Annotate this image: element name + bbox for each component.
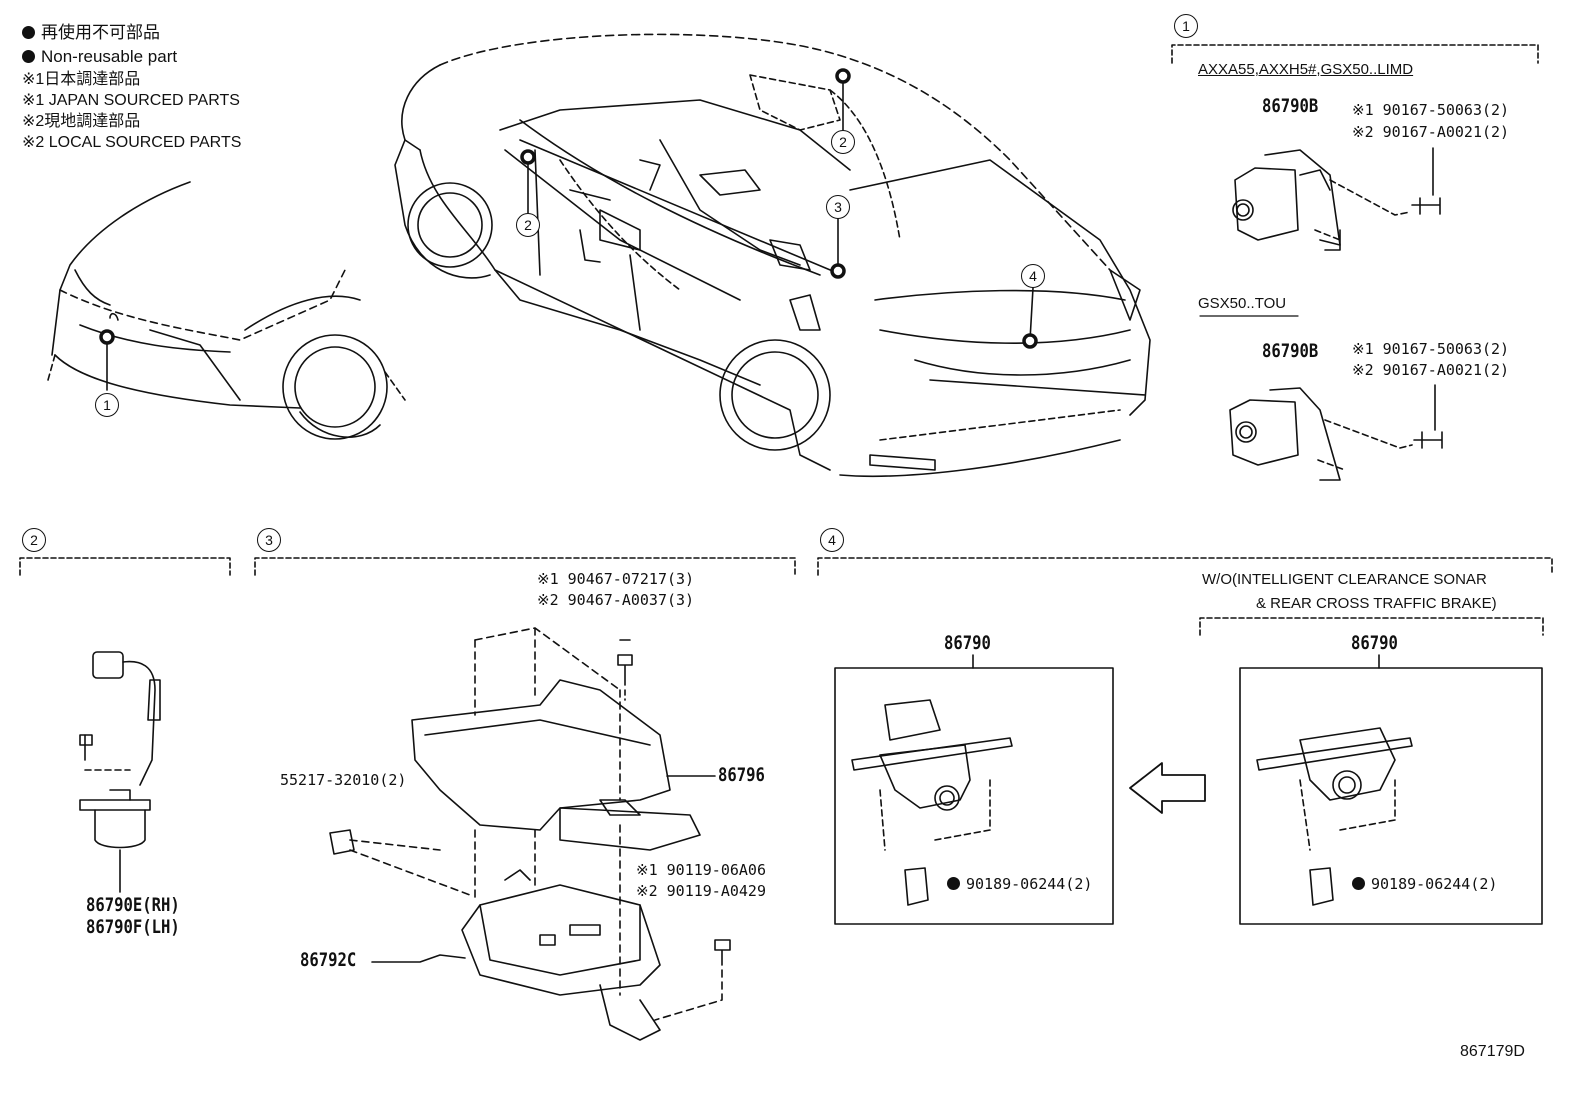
legend-japan-en: ※1 JAPAN SOURCED PARTS <box>22 92 240 109</box>
section1-condition-b: GSX50..TOU <box>1198 295 1287 312</box>
section4-condition-line1: W/O(INTELLIGENT CLEARANCE SONAR <box>1202 571 1487 588</box>
part-86790b-a: 86790B <box>1262 95 1319 117</box>
callout-2-left: 2 <box>516 213 540 237</box>
legend-non-reusable-en: Non-reusable part <box>22 48 177 65</box>
non-reusable-dot-icon <box>1352 877 1365 890</box>
nut-left: 90189-06244(2) <box>947 877 1092 892</box>
clip-part: 55217-32010(2) <box>280 771 407 789</box>
part-86792c: 86792C <box>300 949 357 971</box>
front-bumper-illustration <box>47 181 406 440</box>
screw-3-1: ※1 90119-06A06 <box>636 861 766 879</box>
screw-a2: ※2 90167-A0021(2) <box>1352 123 1510 141</box>
non-reusable-dot-icon <box>947 877 960 890</box>
figure-id: 867179D <box>1460 1043 1525 1060</box>
screw-b1: ※1 90167-50063(2) <box>1352 340 1510 358</box>
bolt-1: ※1 90467-07217(3) <box>537 570 695 588</box>
callout-2-right: 2 <box>831 130 855 154</box>
part-86790-left: 86790 <box>944 632 991 654</box>
section2-illustration <box>19 557 231 893</box>
screw-3-2: ※2 90119-A0429 <box>636 882 766 900</box>
section4-illustration <box>817 557 1553 925</box>
legend-local-en: ※2 LOCAL SOURCED PARTS <box>22 134 242 151</box>
screw-b2: ※2 90167-A0021(2) <box>1352 361 1510 379</box>
callout-4: 4 <box>1021 264 1045 288</box>
section4-number: 4 <box>820 528 844 552</box>
part-86790e-rh: 86790E(RH) <box>86 894 180 916</box>
section2-number: 2 <box>22 528 46 552</box>
legend-non-reusable-jp: 再使用不可部品 <box>22 24 160 41</box>
section3-illustration <box>254 557 796 1041</box>
part-86790-right: 86790 <box>1351 632 1398 654</box>
screw-a1: ※1 90167-50063(2) <box>1352 101 1510 119</box>
solid-dot-icon <box>22 26 35 39</box>
section4-condition-line2: & REAR CROSS TRAFFIC BRAKE) <box>1256 595 1497 612</box>
nut-right: 90189-06244(2) <box>1352 877 1497 892</box>
legend-local-jp: ※2現地調達部品 <box>22 113 141 130</box>
vehicle-illustration <box>99 33 1151 478</box>
section1-condition-a: AXXA55,AXXH5#,GSX50..LIMD <box>1198 61 1414 78</box>
part-86790b-b: 86790B <box>1262 340 1319 362</box>
callout-1: 1 <box>95 393 119 417</box>
section1-number: 1 <box>1174 14 1198 38</box>
callout-3: 3 <box>826 195 850 219</box>
part-86790f-lh: 86790F(LH) <box>86 916 180 938</box>
section1-illustration <box>1171 44 1539 481</box>
bolt-2: ※2 90467-A0037(3) <box>537 591 695 609</box>
solid-dot-icon <box>22 50 35 63</box>
part-86796: 86796 <box>718 764 765 786</box>
legend-japan-jp: ※1日本調達部品 <box>22 71 141 88</box>
section3-number: 3 <box>257 528 281 552</box>
